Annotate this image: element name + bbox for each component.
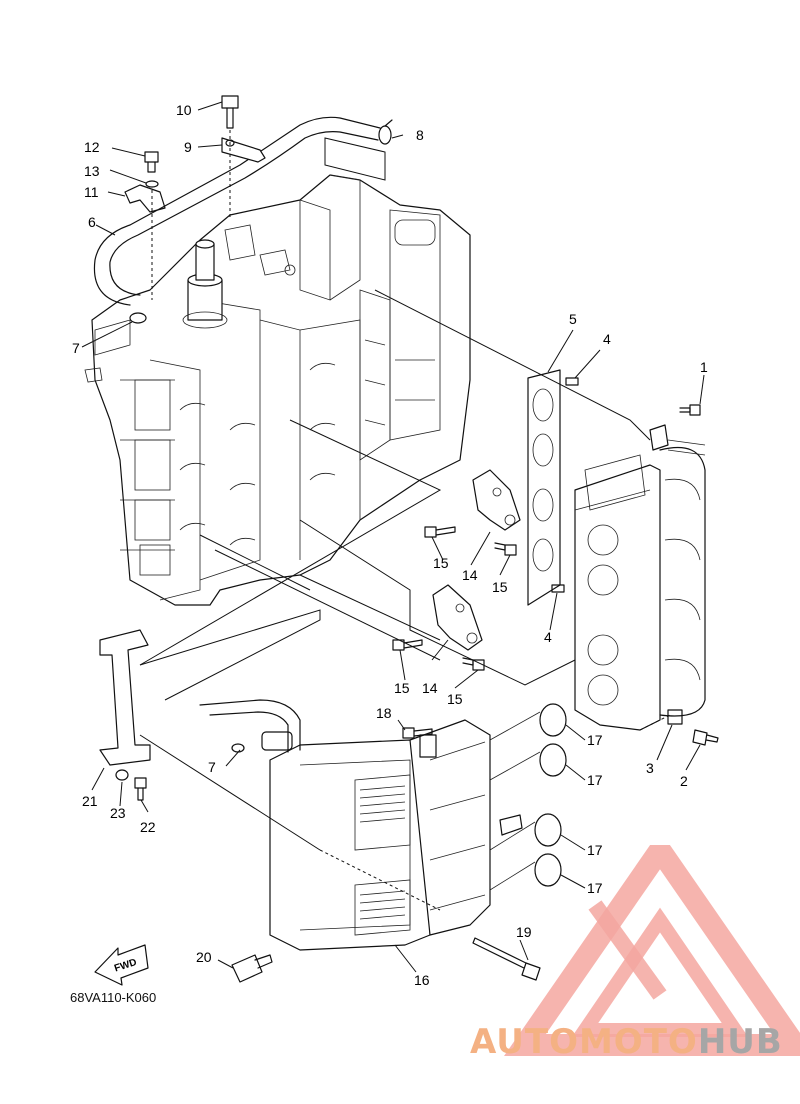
callout-15b: 15	[492, 579, 508, 595]
gasket-21	[99, 629, 151, 766]
callout-7b: 7	[208, 759, 216, 775]
callout-2: 2	[680, 773, 688, 789]
washer-13	[145, 180, 159, 188]
callout-15c: 15	[394, 680, 410, 696]
callout-7a: 7	[72, 340, 80, 356]
callout-15a: 15	[433, 555, 449, 571]
forward-arrow-icon: FWD	[94, 944, 149, 986]
bracket-14-lower	[432, 584, 483, 651]
bolt-2	[692, 729, 719, 746]
bolt-18	[402, 727, 433, 739]
callout-17d: 17	[587, 880, 603, 896]
callout-1: 1	[700, 359, 708, 375]
dowel-pins	[551, 377, 579, 593]
callout-22: 22	[140, 819, 156, 835]
callout-23: 23	[110, 805, 126, 821]
callout-17c: 17	[587, 842, 603, 858]
callout-15d: 15	[447, 691, 463, 707]
washer-23	[115, 769, 129, 781]
callout-3: 3	[646, 760, 654, 776]
callout-16: 16	[414, 972, 430, 988]
callout-5: 5	[569, 311, 577, 327]
diagram-reference-code: 68VA110-K060	[70, 990, 157, 1005]
clip-11	[124, 184, 166, 300]
callout-12: 12	[84, 139, 100, 155]
watermark-logo-icon	[504, 845, 800, 1056]
callout-4a: 4	[603, 331, 611, 347]
intake-tube	[199, 699, 301, 753]
watermark-text: AUTOMOTOHUB	[470, 1022, 783, 1062]
callout-21: 21	[82, 793, 98, 809]
bracket-9	[221, 137, 266, 163]
callout-18: 18	[376, 705, 392, 721]
silencer-cover-16	[269, 719, 523, 951]
bolt-22	[134, 777, 147, 801]
callout-20: 20	[196, 949, 212, 965]
bracket-14-upper	[472, 469, 521, 531]
callout-17a: 17	[587, 732, 603, 748]
watermark-text-hub: HUB	[697, 1022, 783, 1062]
callout-labels: 1 2 3 4 4 5 6 7 7 8 9 10 11 12 13 14 14 …	[72, 102, 708, 988]
callout-19: 19	[516, 924, 532, 940]
watermark-text-automoto: AUTOMOTO	[470, 1022, 698, 1062]
callout-9: 9	[184, 139, 192, 155]
hose-clamp-lower	[129, 312, 147, 324]
callout-11: 11	[84, 184, 99, 200]
bolt-10	[221, 95, 239, 220]
callout-10: 10	[176, 102, 192, 118]
hose	[93, 116, 381, 306]
cylinder-head	[574, 424, 706, 731]
callout-17b: 17	[587, 772, 603, 788]
bolt-1	[679, 404, 701, 416]
callout-14a: 14	[462, 567, 478, 583]
sensor-20	[231, 954, 273, 983]
callout-leaders	[81, 101, 705, 973]
callout-13: 13	[84, 163, 100, 179]
bolt-12	[144, 151, 159, 173]
hose-clamp-top	[378, 119, 393, 145]
callout-8: 8	[416, 127, 424, 143]
callout-14b: 14	[422, 680, 438, 696]
gasket-5	[527, 369, 561, 606]
reference-lines	[139, 137, 671, 911]
engine-block	[84, 174, 471, 606]
bolt-19	[472, 937, 541, 981]
callout-6: 6	[88, 214, 96, 230]
callout-4b: 4	[544, 629, 552, 645]
o-rings-17	[489, 703, 567, 891]
